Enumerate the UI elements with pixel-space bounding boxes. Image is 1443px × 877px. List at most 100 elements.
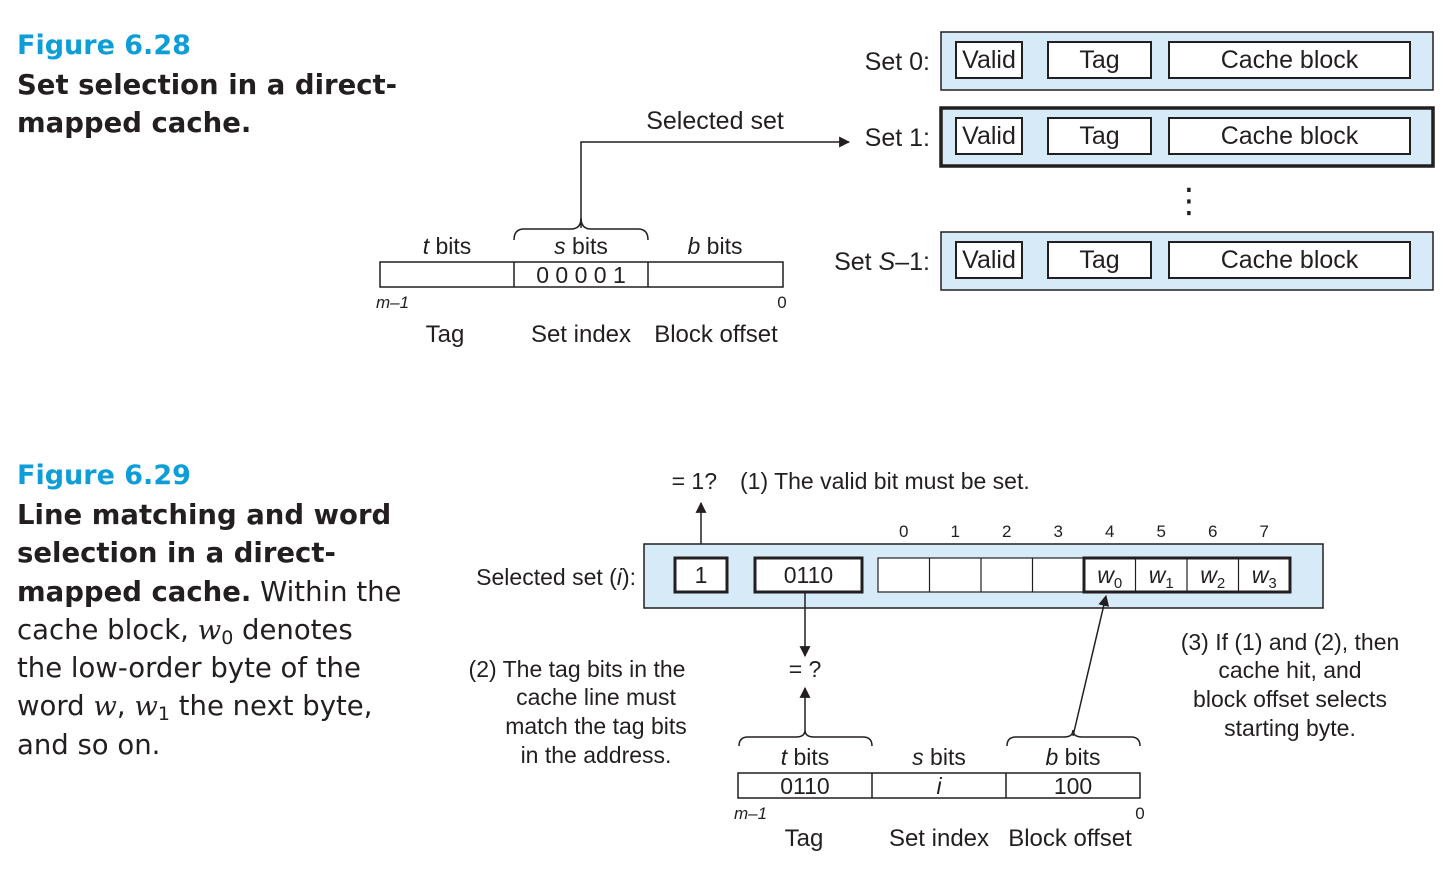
tag-brace (738, 729, 873, 747)
address-offset-value: 100 (1054, 773, 1092, 799)
cache-block-label: Cache block (1221, 46, 1359, 74)
step-2-line: cache line must (516, 684, 676, 710)
caption-line: Line matching and word (17, 499, 392, 531)
tag-field-label: Tag (785, 825, 824, 852)
offset-brace (1006, 729, 1141, 747)
step-2-line: (2) The tag bits in the (469, 656, 686, 682)
b-bits-label: b bits (688, 233, 743, 259)
address-tag-value: 0110 (780, 773, 829, 799)
set-index-brace (513, 217, 649, 241)
caption-line: Within the (251, 575, 402, 608)
figure-6-28-caption: Set selection in a direct- mapped cache. (17, 66, 397, 143)
line-tag-value: 0110 (784, 562, 833, 588)
step-2-line: in the address. (521, 742, 672, 768)
valid-label: Valid (962, 122, 1016, 150)
fig629-selected-set: Selected set (i): 1 0110 w0 w1 w2 w3 0 1… (476, 522, 1324, 609)
address-bar (737, 772, 1141, 799)
caption-text: the next byte, (170, 690, 373, 723)
step-3-line: block offset selects (1193, 686, 1387, 712)
word-byte-w0: w0 (1097, 562, 1122, 592)
figure-6-29-caption: Line matching and word selection in a di… (17, 496, 401, 764)
byte-index: 7 (1260, 522, 1269, 541)
caption-line: selection in a direct- (17, 537, 336, 570)
set-index-value: 0 0 0 0 1 (536, 262, 626, 288)
byte-index: 3 (1054, 522, 1063, 541)
block-offset-field-label: Block offset (654, 321, 778, 348)
s-bits-label: s bits (912, 744, 966, 770)
valid-check-label: = 1? (672, 468, 717, 494)
figure-6-28-number: Figure 6.28 (17, 30, 191, 61)
valid-field (955, 41, 1023, 79)
fig629-address: t bits s bits b bits 0110 i 100 m–1 0 Ta… (734, 729, 1145, 852)
set-index-field-label: Set index (531, 321, 631, 348)
word-byte-w3: w3 (1252, 562, 1277, 592)
tag-field-label: Tag (426, 321, 465, 348)
byte-index: 2 (1002, 522, 1011, 541)
valid-field (955, 241, 1023, 279)
cache-set-last: Valid Tag Cache block Set S–1: (834, 231, 1434, 291)
caption-var: w (197, 613, 222, 646)
high-bit-index: m–1 (734, 804, 767, 823)
valid-field (955, 117, 1023, 155)
valid-label: Valid (962, 246, 1016, 274)
byte-index: 6 (1208, 522, 1217, 541)
line-tag-box (753, 556, 864, 594)
address-bar (379, 261, 784, 288)
tag-label: Tag (1079, 46, 1119, 74)
step-3-line: starting byte. (1224, 715, 1356, 741)
byte-index: 4 (1105, 522, 1114, 541)
step-1-text: (1) The valid bit must be set. (740, 468, 1030, 494)
cache-set-0: Valid Tag Cache block Set 0: (865, 31, 1434, 91)
step-3-line: cache hit, and (1218, 657, 1361, 683)
cache-block-bytes: w0 w1 w2 w3 (877, 556, 1292, 594)
caption-text: , (116, 690, 135, 723)
figure-6-29-number: Figure 6.29 (17, 460, 191, 491)
caption-line: Set selection in a direct- (17, 69, 398, 101)
cache-set-1: Valid Tag Cache block Set 1: (865, 106, 1435, 168)
caption-line: mapped cache. (17, 107, 252, 140)
word-byte-w1: w1 (1149, 562, 1174, 592)
step-3-line: (3) If (1) and (2), then (1181, 629, 1400, 655)
cache-block-field (1168, 241, 1411, 279)
caption-line: mapped cache. (17, 575, 252, 608)
set-index-field-label: Set index (889, 825, 989, 852)
caption-text: and so on. (17, 728, 161, 761)
valid-bit-value: 1 (695, 562, 708, 588)
valid-bit-box (673, 556, 729, 594)
caption-sub: 0 (221, 626, 234, 649)
caption-var: w (134, 690, 158, 723)
high-bit-index: m–1 (376, 293, 409, 312)
set-last-label: Set S–1: (834, 248, 930, 276)
low-bit-index: 0 (1135, 804, 1144, 823)
tag-label: Tag (1079, 122, 1119, 150)
selected-set-arrow: Selected set (580, 107, 851, 228)
tag-field (1047, 241, 1152, 279)
cache-block-label: Cache block (1221, 246, 1359, 274)
tag-field (1047, 41, 1152, 79)
selected-set-i-label: Selected set (i): (476, 564, 636, 590)
fig628-cache: Valid Tag Cache block Set 0: Valid Tag C… (834, 31, 1435, 291)
cache-block-label: Cache block (1221, 122, 1359, 150)
step-2-line: match the tag bits (505, 713, 687, 739)
byte-index: 1 (951, 522, 960, 541)
byte-index: 5 (1157, 522, 1166, 541)
caption-text: word (17, 690, 94, 723)
step-2-text: (2) The tag bits in the cache line must … (469, 656, 687, 768)
selected-set-label: Selected set (646, 107, 784, 135)
t-bits-label: t bits (781, 744, 830, 770)
word-byte-w2: w2 (1200, 562, 1225, 592)
s-bits-label: s bits (554, 233, 608, 259)
cache-block-field (1168, 117, 1411, 155)
address-set-index-value: i (936, 773, 942, 799)
cache-block-field (1168, 41, 1411, 79)
tag-field (1047, 117, 1152, 155)
low-bit-index: 0 (777, 293, 786, 312)
block-offset-field-label: Block offset (1008, 825, 1132, 852)
caption-var: w (93, 690, 117, 723)
set-0-label: Set 0: (865, 48, 930, 76)
set-1-label: Set 1: (865, 124, 930, 152)
t-bits-label: t bits (423, 233, 472, 259)
fig629-valid-check: = 1? (1) The valid bit must be set. (672, 468, 1030, 561)
valid-label: Valid (962, 46, 1016, 74)
